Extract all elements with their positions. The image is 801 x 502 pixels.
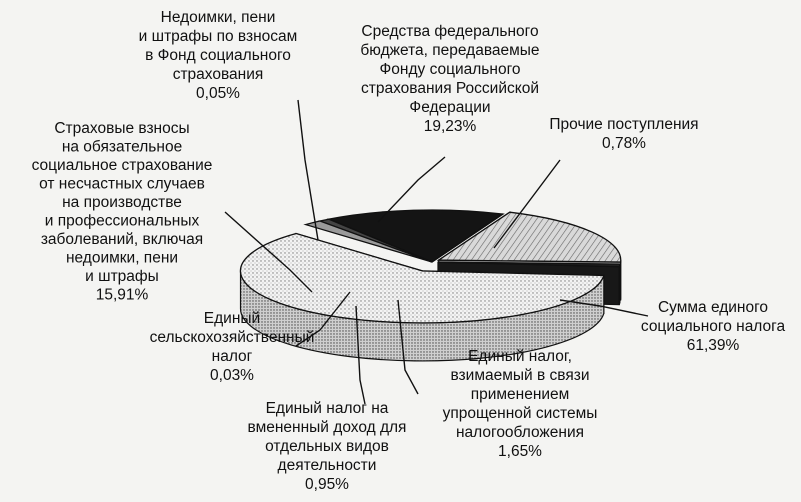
leader-lines: [224, 99, 649, 405]
slice-side-other: [618, 264, 621, 305]
pie-slices: [239, 209, 622, 362]
leader-ins: [224, 211, 313, 293]
slice-ins: [326, 209, 505, 263]
slice-debt: [431, 213, 505, 263]
leader-debt: [297, 99, 319, 241]
leader-fed: [377, 156, 446, 223]
leader-eshn: [295, 291, 351, 347]
slice-other: [437, 261, 621, 268]
slice-esn: [239, 232, 605, 324]
leader-esn: [559, 299, 649, 317]
slice-usn: [303, 220, 433, 263]
leader-other: [493, 159, 561, 249]
slice-fed: [436, 211, 622, 263]
leader-envd: [355, 305, 366, 405]
leader-usn: [397, 299, 419, 395]
